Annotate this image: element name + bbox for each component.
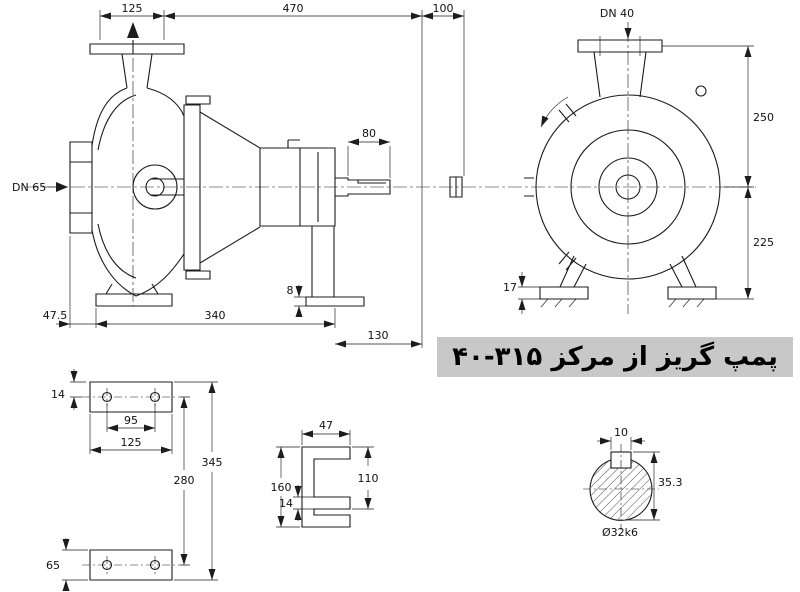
shaft-section-view: 10 35.3 Ø32k6 (583, 426, 683, 539)
plate-centerlines (82, 388, 180, 574)
pump-casing-outline (69, 43, 391, 307)
dim-95-label: 95 (124, 414, 138, 427)
front-casing-details (524, 39, 717, 300)
dim-8-label: 8 (287, 284, 294, 297)
ground-hatch (540, 298, 705, 308)
dim-17-label: 17 (503, 281, 517, 294)
dim-100-label: 100 (433, 2, 454, 15)
casing-mid-circle (570, 129, 686, 245)
dim-35-3-label: 35.3 (658, 476, 683, 489)
shaft-section-hatched (589, 459, 653, 521)
dim-47-5-label: 47.5 (43, 309, 68, 322)
dim-125-label: 125 (122, 2, 143, 15)
dim-280-label: 280 (174, 474, 195, 487)
model-title-text: پمپ گریز از مرکز ۳۱۵-۴۰ (452, 342, 778, 372)
dim-130-label: 130 (368, 329, 389, 342)
dim-340-label: 340 (205, 309, 226, 322)
flow-arrow (127, 22, 139, 38)
dim-bracket-14-label: 14 (279, 497, 293, 510)
bracket-outline (301, 446, 351, 528)
dim-160-label: 160 (271, 481, 292, 494)
casing-outer-circle (535, 94, 721, 280)
suction-eye-circle (598, 157, 658, 217)
bracket-extension-lines (276, 430, 374, 528)
dim-110-label: 110 (358, 472, 379, 485)
dim-250-label: 250 (753, 111, 774, 124)
dim-125-plate-label: 125 (121, 436, 142, 449)
pump-side-view: 125 470 100 80 47.5 340 8 130 DN 65 (12, 2, 465, 348)
dim-225-label: 225 (753, 236, 774, 249)
dim-345-label: 345 (202, 456, 223, 469)
suction-dn-label: DN 65 (12, 181, 46, 194)
shaft-diameter-label: Ø32k6 (602, 526, 638, 539)
dim-47-label: 47 (319, 419, 333, 432)
pump-front-view: DN 40 250 225 17 (503, 7, 774, 314)
discharge-dn-label: DN 40 (600, 7, 634, 20)
base-plate-view: 14 95 125 280 345 65 (46, 369, 223, 591)
coupling-guard (449, 176, 463, 198)
shaft-section-centerlines (583, 444, 659, 530)
front-extension-lines (518, 45, 754, 300)
model-title: پمپ گریز از مرکز ۳۱۵-۴۰ (437, 337, 793, 377)
shaft-circle (615, 174, 641, 200)
suction-arrowhead (56, 182, 68, 192)
dim-10-label: 10 (614, 426, 628, 439)
side-extension-lines (69, 10, 465, 348)
centerlines (25, 28, 756, 314)
base-plate-outlines (89, 381, 173, 581)
dim-80-label: 80 (362, 127, 376, 140)
dim-470-label: 470 (283, 2, 304, 15)
rotation-arrow (540, 96, 569, 128)
flange-bolt-marks (599, 36, 641, 56)
impeller-hub-circle (132, 164, 178, 210)
dim-14-label: 14 (51, 388, 65, 401)
vent-plug (695, 85, 707, 97)
bracket-view: 47 160 14 110 (271, 419, 379, 528)
coupling-guard-outline (449, 176, 463, 198)
shaft-hub-circle (145, 177, 165, 197)
dim-65-label: 65 (46, 559, 60, 572)
